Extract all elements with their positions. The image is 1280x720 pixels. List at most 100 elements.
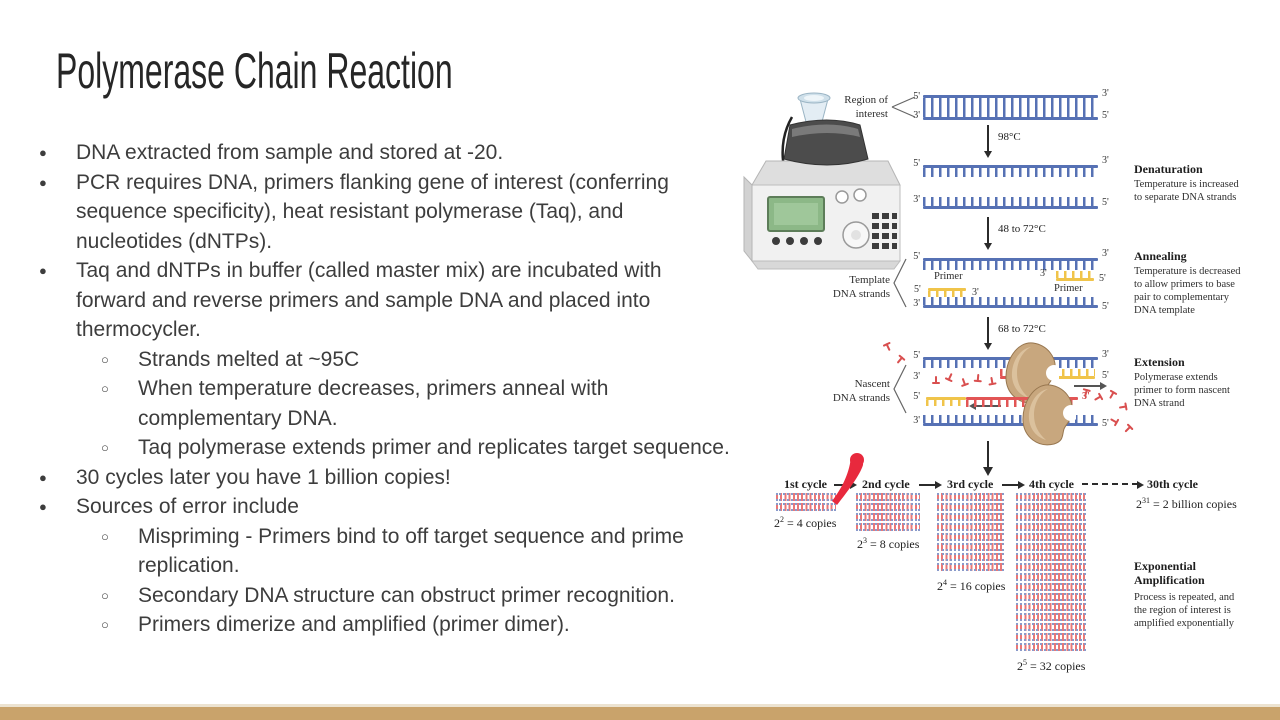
strand-end-label: 5' bbox=[913, 251, 920, 262]
strand-end-label: 3' bbox=[1102, 88, 1109, 99]
pcr-diagram: Region of interest 5' 3' 3' 5' 98°C 5' 3… bbox=[738, 85, 1280, 697]
cycle-arrow-icon bbox=[919, 484, 935, 486]
bullet-circle-icon: ○ bbox=[101, 381, 109, 396]
copy-stack-cycle1 bbox=[776, 493, 836, 511]
dntp-icon bbox=[945, 372, 956, 383]
strand-end-label: 5' bbox=[913, 91, 920, 102]
bracket-icon bbox=[893, 258, 907, 308]
list-item: ○Primers dimerize and amplified (primer … bbox=[0, 610, 770, 640]
copy-stack-cycle4 bbox=[1016, 493, 1086, 651]
arrowhead-icon bbox=[1018, 481, 1025, 489]
strand-end-label: 5' bbox=[1102, 418, 1109, 429]
bullet-circle-icon: ○ bbox=[101, 528, 109, 544]
copies-label-4: 25 = 32 copies bbox=[1017, 658, 1086, 673]
list-item: ●30 cycles later you have 1 billion copi… bbox=[0, 463, 770, 493]
strand-end-label: 5' bbox=[1099, 273, 1106, 284]
list-item: ○When temperature decreases, primers ann… bbox=[0, 374, 770, 433]
arrowhead-icon bbox=[984, 243, 992, 250]
cycle-arrow-icon bbox=[1002, 484, 1018, 486]
synthesis-direction-arrow-icon bbox=[1074, 385, 1100, 387]
primer-label: Primer bbox=[934, 271, 963, 282]
primer-label: Primer bbox=[1054, 283, 1083, 294]
step-title-annealing: Annealing bbox=[1134, 249, 1187, 263]
cycle-label-3: 3rd cycle bbox=[947, 477, 994, 491]
bullet-dot-icon: ● bbox=[39, 145, 47, 160]
dntp-icon bbox=[932, 376, 940, 384]
nascent-dna-strands-label: Nascent DNA strands bbox=[832, 378, 890, 404]
dntp-icon bbox=[883, 342, 894, 353]
down-arrow-icon bbox=[987, 441, 989, 467]
dntp-icon bbox=[1107, 390, 1118, 401]
step-desc-denaturation: Temperature is increased to separate DNA… bbox=[1134, 179, 1239, 203]
strand-end-label: 5' bbox=[913, 158, 920, 169]
template-dna-strands-label: Template DNA strands bbox=[832, 274, 890, 300]
copy-stack-cycle3 bbox=[937, 493, 1004, 571]
temp-label: 48 to 72°C bbox=[998, 223, 1046, 235]
strand-end-label: 3' bbox=[972, 287, 979, 298]
step-desc-extension: Polymerase extends primer to form nascen… bbox=[1134, 372, 1230, 409]
arrowhead-icon bbox=[1137, 481, 1144, 489]
strand-end-label: 3' bbox=[913, 371, 920, 382]
down-arrow-icon bbox=[987, 217, 989, 243]
polymerase-icon bbox=[1022, 384, 1076, 446]
step-desc-annealing: Temperature is decreased to allow primer… bbox=[1134, 266, 1241, 316]
bullet-circle-icon: ○ bbox=[101, 351, 109, 367]
list-item: ○Mispriming - Primers bind to off target… bbox=[0, 522, 770, 581]
bullet-dot-icon: ● bbox=[39, 469, 47, 485]
cycle-arrow-icon bbox=[834, 484, 850, 486]
arrowhead-icon bbox=[984, 151, 992, 158]
copies-label-1: 22 = 4 copies bbox=[774, 515, 837, 530]
bullet-dot-icon: ● bbox=[39, 263, 47, 278]
step-title-extension: Extension bbox=[1134, 355, 1185, 369]
thermocycler-machine-icon bbox=[743, 119, 901, 270]
step-desc-amplification: Process is repeated, and the region of i… bbox=[1134, 592, 1235, 629]
strand-end-label: 3' bbox=[1040, 268, 1047, 279]
slide-footer-bar bbox=[0, 704, 1280, 720]
temp-label: 68 to 72°C bbox=[998, 323, 1046, 335]
slide-title: Polymerase Chain Reaction bbox=[56, 43, 453, 99]
region-of-interest-label: Region of interest bbox=[844, 94, 888, 120]
cycle-label-1: 1st cycle bbox=[784, 477, 827, 491]
copy-stack-cycle2 bbox=[856, 493, 920, 531]
copies-label-2: 23 = 8 copies bbox=[857, 536, 920, 551]
strand-end-label: 3' bbox=[913, 110, 920, 121]
thermocycler-illustration bbox=[743, 92, 901, 270]
bullet-circle-icon: ○ bbox=[101, 440, 109, 455]
dashed-arrow-icon bbox=[1082, 483, 1138, 485]
dntp-icon bbox=[1093, 393, 1104, 404]
strand-end-label: 3' bbox=[1102, 248, 1109, 259]
cycle-label-2: 2nd cycle bbox=[862, 477, 910, 491]
arrowhead-icon bbox=[935, 481, 942, 489]
strand-end-label: 5' bbox=[1102, 110, 1109, 121]
step-title-amplification: Exponential Amplification bbox=[1134, 559, 1205, 587]
strand-end-label: 3' bbox=[1102, 155, 1109, 166]
dntp-icon bbox=[987, 376, 996, 385]
strand-end-label: 5' bbox=[914, 284, 921, 295]
bracket-icon bbox=[893, 364, 907, 414]
strand-end-label: 3' bbox=[913, 194, 920, 205]
dntp-icon bbox=[1122, 423, 1133, 434]
bullet-circle-icon: ○ bbox=[101, 617, 109, 632]
list-item: ●Taq and dNTPs in buffer (called master … bbox=[0, 256, 770, 345]
strand-end-label: 3' bbox=[1102, 349, 1109, 360]
bullet-list: ●DNA extracted from sample and stored at… bbox=[0, 138, 770, 640]
step-title-denaturation: Denaturation bbox=[1134, 162, 1203, 176]
dntp-icon bbox=[959, 377, 969, 387]
list-item: ○Strands melted at ~95C bbox=[0, 345, 770, 375]
strand-end-label: 5' bbox=[1102, 301, 1109, 312]
red-marker-annotation bbox=[832, 453, 864, 505]
bullet-dot-icon: ● bbox=[39, 499, 47, 514]
arrowhead-icon bbox=[983, 467, 993, 476]
dntp-icon bbox=[1118, 402, 1127, 411]
list-item: ●PCR requires DNA, primers flanking gene… bbox=[0, 168, 770, 257]
cycle-label-4: 4th cycle bbox=[1029, 477, 1074, 491]
arrowhead-icon bbox=[850, 481, 857, 489]
strand-end-label: 5' bbox=[1102, 370, 1109, 381]
arrowhead-icon bbox=[984, 343, 992, 350]
bullet-circle-icon: ○ bbox=[101, 587, 109, 603]
down-arrow-icon bbox=[987, 317, 989, 343]
bracket-icon bbox=[891, 96, 916, 118]
bullet-dot-icon: ● bbox=[39, 174, 47, 190]
strand-end-label: 3' bbox=[913, 415, 920, 426]
